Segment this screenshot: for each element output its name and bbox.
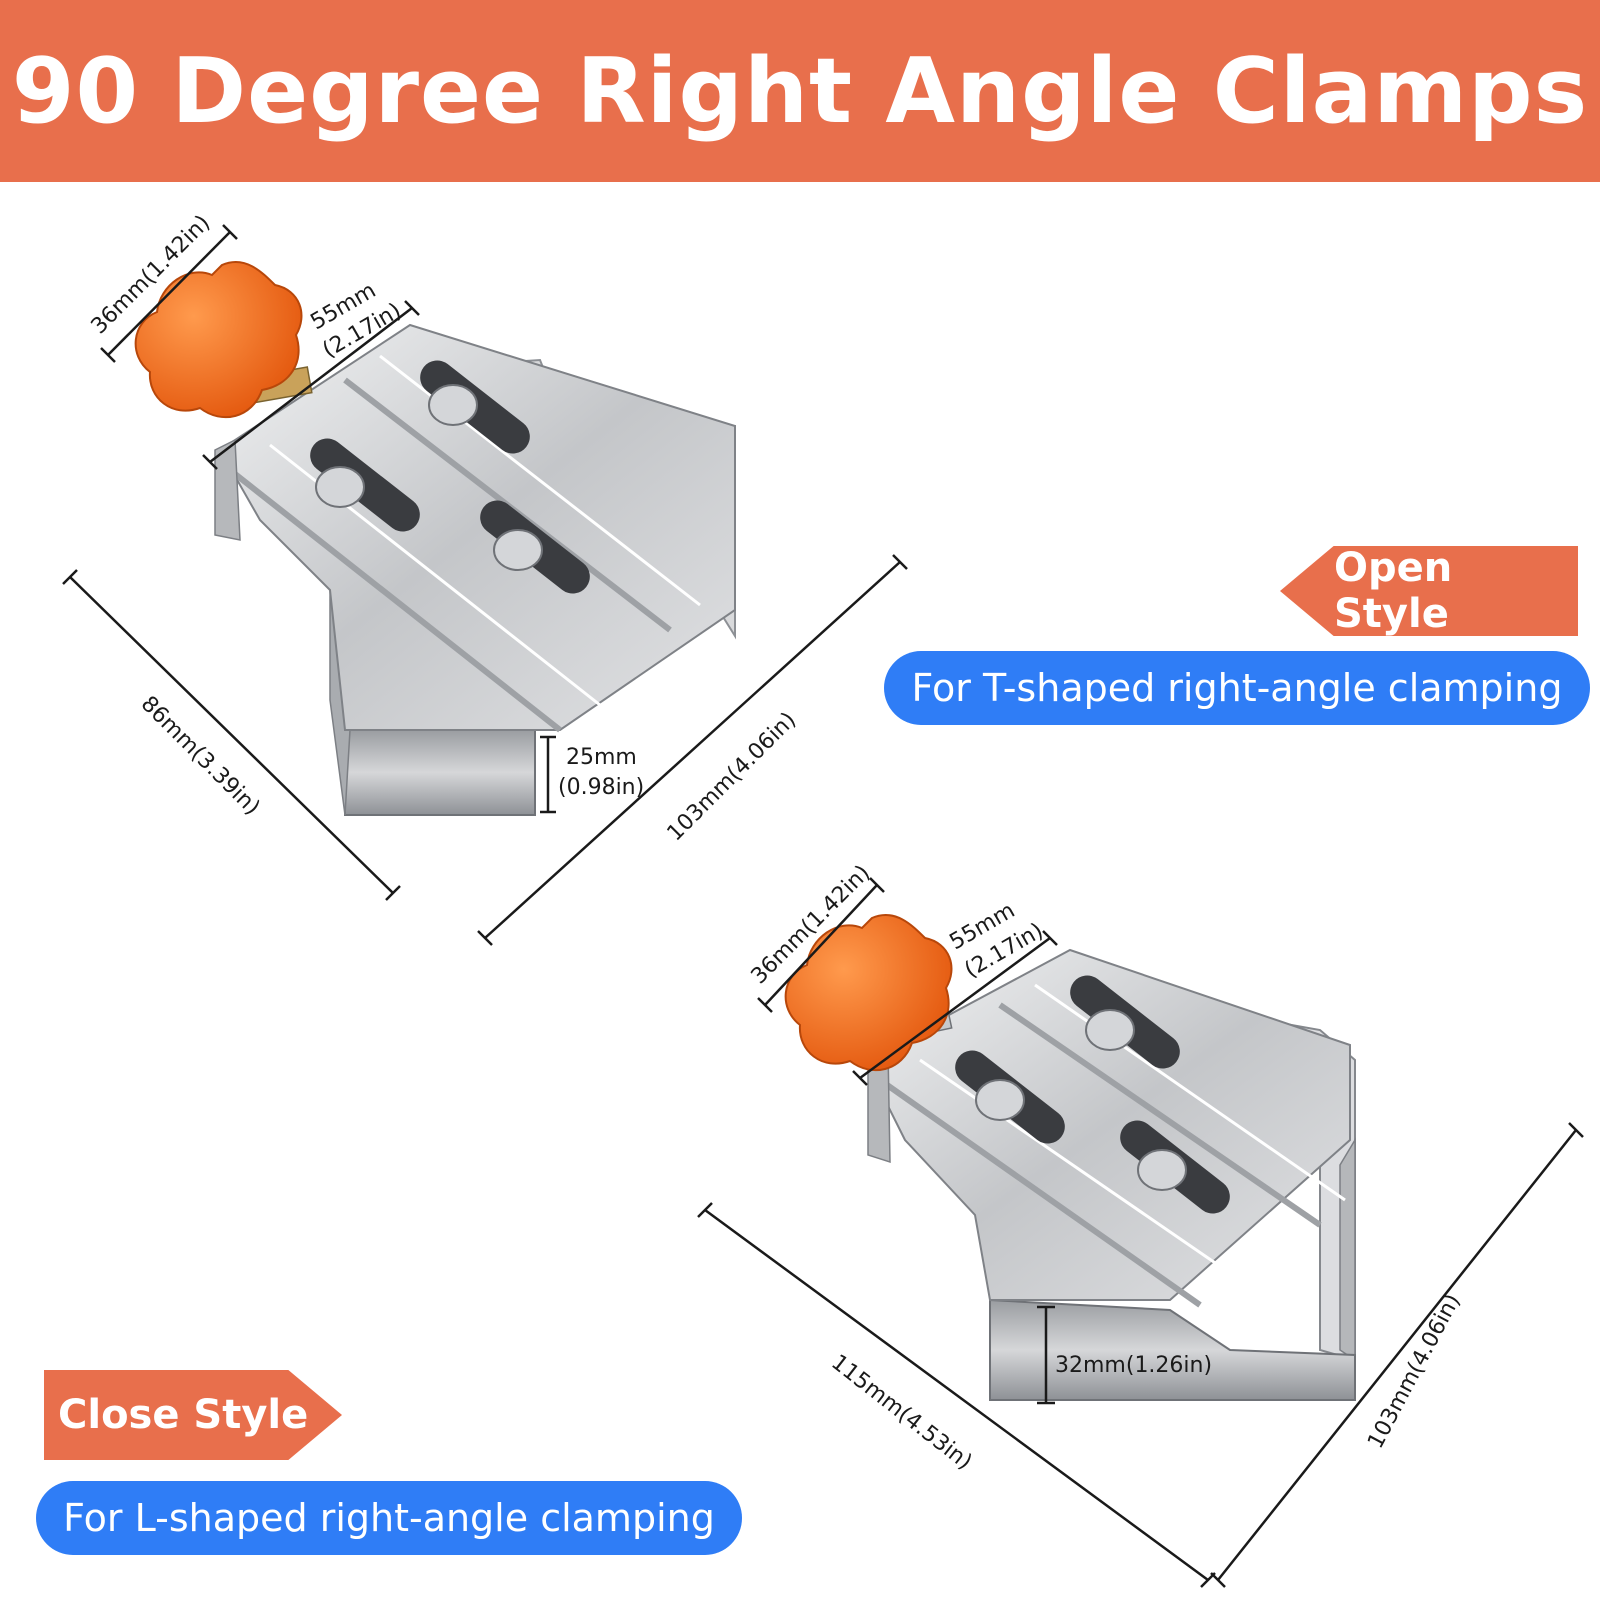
open-style-dimension-lines bbox=[62, 224, 908, 946]
open-style-pins bbox=[315, 384, 543, 571]
open-length-dimension: 103mm(4.06in) bbox=[663, 708, 802, 847]
close-style-dimension-lines bbox=[697, 877, 1584, 1588]
close-height-dimension: 32mm(1.26in) bbox=[1055, 1353, 1212, 1378]
close-style-label: Close Style bbox=[58, 1392, 309, 1438]
close-style-knob-icon bbox=[784, 913, 953, 1072]
close-style-clamp: 36mm(1.42in) 55mm (2.17in) 32mm(1.26in) … bbox=[697, 861, 1584, 1588]
title-banner: 90 Degree Right Angle Clamps bbox=[0, 0, 1600, 182]
close-style-pins bbox=[975, 1009, 1187, 1191]
open-style-label: Open Style bbox=[1334, 545, 1453, 637]
page-title: 90 Degree Right Angle Clamps bbox=[11, 38, 1589, 144]
open-style-knob-icon bbox=[134, 260, 303, 419]
open-height-dimension-mm: 25mm bbox=[566, 745, 637, 770]
t-shaped-clamping-pill: For T-shaped right-angle clamping bbox=[884, 651, 1590, 725]
open-side-dimension: 86mm(3.39in) bbox=[136, 692, 265, 821]
open-height-dimension-in: (0.98in) bbox=[558, 775, 644, 800]
close-length-dimension: 103mm(4.06in) bbox=[1363, 1290, 1465, 1453]
l-shaped-clamping-pill: For L-shaped right-angle clamping bbox=[36, 1481, 742, 1555]
open-style-clamp: 36mm(1.42in) 55mm (2.17in) 86mm(3.39in) … bbox=[62, 211, 908, 946]
l-shaped-clamping-label: For L-shaped right-angle clamping bbox=[63, 1496, 715, 1540]
open-style-tag: Open Style bbox=[1280, 546, 1578, 636]
t-shaped-clamping-label: For T-shaped right-angle clamping bbox=[911, 666, 1563, 710]
close-style-tag: Close Style bbox=[44, 1370, 342, 1460]
close-side-dimension: 115mm(4.53in) bbox=[826, 1350, 976, 1475]
